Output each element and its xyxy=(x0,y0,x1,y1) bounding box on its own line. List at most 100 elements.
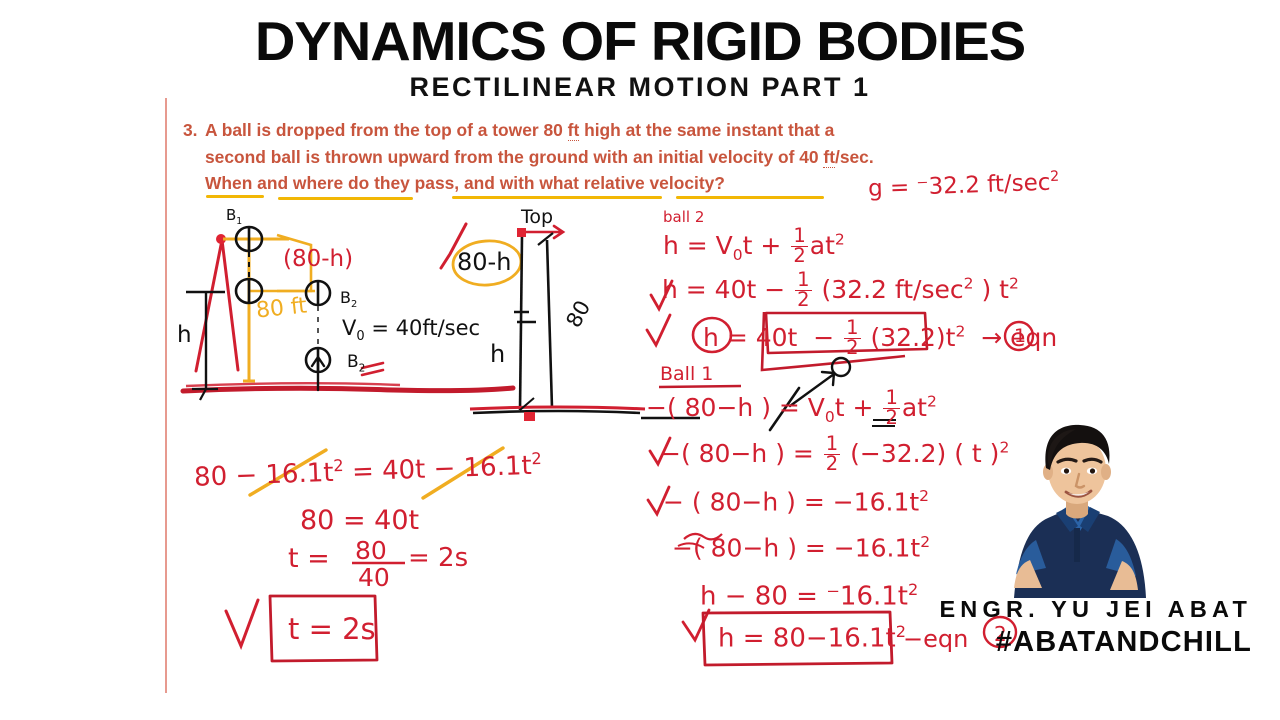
left-work-eq-c-rhs: = 2s xyxy=(408,543,469,573)
eq5-a: −( 80−h ) = xyxy=(660,439,822,469)
page-title: DYNAMICS OF RIGID BODIES xyxy=(254,10,1026,72)
eq5-frac-den: 2 xyxy=(825,451,839,475)
eq6-exp: 2 xyxy=(919,487,930,505)
eq3-box-a: − xyxy=(813,323,843,353)
problem-line2-unit: ft xyxy=(823,146,835,168)
eq4-frac-num: 1 xyxy=(883,386,900,409)
eq1-frac-den: 2 xyxy=(793,243,806,267)
eq1-exp: 2 xyxy=(834,230,845,249)
eq2-c: ) t xyxy=(973,275,1009,305)
eq5-b: (−32.2) ( t ) xyxy=(842,439,1000,469)
left-ball1-letter: B xyxy=(226,206,237,224)
given-gravity-text: g = ⁻32.2 ft/sec xyxy=(867,169,1051,202)
eq3-arrow: → eqn xyxy=(981,323,1058,353)
eq2-exp2: 2 xyxy=(1008,274,1019,293)
problem-statement: 3. A ball is dropped from the top of a t… xyxy=(183,117,993,197)
work-eq-8: h − 80 = ⁻16.1t2 xyxy=(700,580,918,612)
left-ball2-top-label: B2 xyxy=(340,288,357,310)
eq4-a: −( 80−h ) = V xyxy=(646,393,825,423)
problem-line3: When and where do they pass, and with wh… xyxy=(205,173,725,193)
eq5-exp: 2 xyxy=(999,438,1010,457)
v0-letter: V xyxy=(342,316,357,340)
eq3-box-b: (32.2)t xyxy=(862,323,956,353)
left-ball2-label: B2 xyxy=(347,352,365,374)
left-ball1-sub: 1 xyxy=(236,216,243,227)
eq3-frac-den: 2 xyxy=(846,335,859,359)
mid-top-label: Top xyxy=(521,206,554,228)
left-initial-velocity-label: V0 = 40ft/sec xyxy=(342,316,480,344)
eq8-text: h − 80 = ⁻16.1t xyxy=(700,581,908,612)
highlight-underline-4 xyxy=(676,196,824,199)
work-eq-7: −( 80−h ) = −16.1t2 xyxy=(672,533,930,562)
eq5-frac-num: 1 xyxy=(823,432,841,455)
v0-value: = 40ft/sec xyxy=(364,316,481,340)
highlight-underline-1 xyxy=(206,195,264,198)
left-work-eq-c: t = xyxy=(288,543,330,574)
left-ball1-label: B1 xyxy=(226,206,242,227)
work-eq-9-tail: −eqn xyxy=(903,625,969,653)
presenter-photo xyxy=(1014,424,1146,598)
work-ball2-heading: ball 2 xyxy=(663,208,705,226)
problem-number: 3. xyxy=(183,120,198,140)
eq6-text: − ( 80−h ) = −16.1t xyxy=(663,487,920,517)
left-work-frac-den: 40 xyxy=(358,563,390,592)
highlight-underline-3 xyxy=(452,196,662,199)
problem-line1-b: high at the same instant that a xyxy=(579,120,835,140)
eq8-exp: 2 xyxy=(908,580,919,599)
left-work-boxed-answer: t = 2s xyxy=(288,612,376,646)
eq1-frac-num: 1 xyxy=(791,224,808,247)
eq4-sub: 0 xyxy=(824,408,835,427)
mid-circled-label: 80-h xyxy=(457,248,512,276)
left-ball2-top-sub: 2 xyxy=(350,299,358,311)
work-eq-6: − ( 80−h ) = −16.1t2 xyxy=(663,487,929,516)
left-eq-a: 80 − 16.1t xyxy=(193,457,335,493)
eq9-exp: 2 xyxy=(895,622,906,641)
eq2-a: h = 40t − xyxy=(662,275,794,305)
eq2-b: (32.2 ft/sec xyxy=(813,275,964,305)
eq1-rest: t + xyxy=(742,231,790,261)
left-gap-label: (80-h) xyxy=(283,246,354,272)
eq7-exp: 2 xyxy=(920,533,931,551)
left-eq-c-lhs: t = xyxy=(288,543,330,574)
eq1-a: h = V xyxy=(663,231,733,261)
work-eq-3-eqn-number: 1 xyxy=(1014,325,1027,347)
left-eq-a-end: − 16.1t xyxy=(424,450,533,485)
problem-line1-unit: ft xyxy=(567,120,580,141)
v0-sub: 0 xyxy=(356,329,365,345)
left-work-frac-num: 80 xyxy=(355,536,387,565)
eq3-frac-num: 1 xyxy=(844,316,861,339)
left-eq-a-exp2: 2 xyxy=(531,448,542,469)
eq2-frac-den: 2 xyxy=(797,287,810,311)
eq3-rhs: = 40t xyxy=(726,323,798,353)
brand-hashtag: #ABATANDCHILL xyxy=(995,626,1252,658)
eq4-b: t + xyxy=(834,393,882,423)
margin-rule-line xyxy=(165,98,167,693)
eq7-text: −( 80−h ) = −16.1t xyxy=(672,533,921,563)
left-ball2-letter: B xyxy=(347,352,359,372)
left-eq-a-mid: = 40t xyxy=(343,454,426,488)
eq1-sub: 0 xyxy=(732,246,743,265)
highlight-underline-2 xyxy=(278,197,413,200)
problem-line1-a: A ball is dropped from the top of a towe… xyxy=(205,120,568,140)
left-work-eq-b: 80 = 40t xyxy=(300,505,420,536)
eq4-c: at xyxy=(901,393,927,423)
brand-presenter-name: ENGR. YU JEI ABAT xyxy=(939,596,1252,622)
eq3-h: h xyxy=(703,323,719,353)
page-subtitle: RECTILINEAR MOTION PART 1 xyxy=(409,72,871,102)
eq2-frac-num: 1 xyxy=(795,268,812,291)
left-tower-height-label: 80 ft xyxy=(254,293,309,324)
problem-line2-a: second ball is thrown upward from the gr… xyxy=(205,146,824,167)
given-gravity: g = ⁻32.2 ft/sec2 xyxy=(868,169,1060,202)
eq4-frac-den: 2 xyxy=(885,405,898,429)
problem-body: A ball is dropped from the top of a towe… xyxy=(205,117,993,197)
left-work-eq-a: 80 − 16.1t2 = 40t − 16.1t2 xyxy=(194,449,543,493)
eq3-box-exp: 2 xyxy=(955,322,966,341)
